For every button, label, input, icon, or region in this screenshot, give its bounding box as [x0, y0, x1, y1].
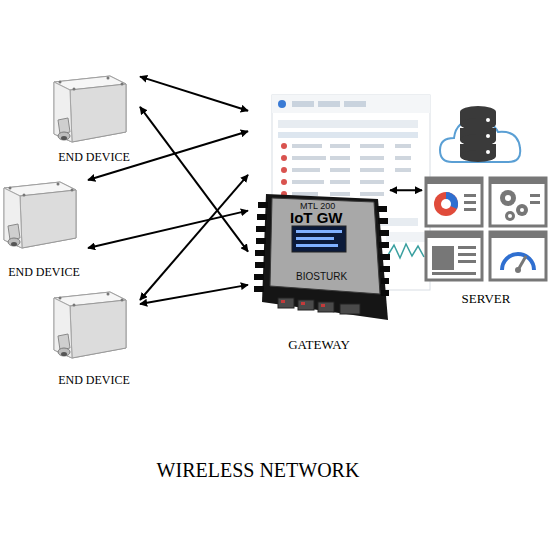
node-label: END DEVICE — [0, 266, 88, 278]
double-arrow — [88, 211, 248, 248]
double-arrow — [140, 77, 248, 111]
node-label: BIOSTURK — [296, 272, 376, 282]
diagram-title: WIRELESS NETWORK — [0, 460, 516, 480]
double-arrow — [88, 131, 248, 180]
end-device: END DEVICE — [48, 72, 140, 164]
node-label: END DEVICE — [48, 151, 140, 163]
enclosure-box — [50, 74, 130, 146]
node-label: END DEVICE — [48, 374, 140, 386]
server-illustration: SERVER — [422, 100, 550, 310]
double-arrow — [140, 285, 248, 304]
double-arrow — [140, 175, 248, 300]
double-arrow — [390, 189, 422, 191]
enclosure-box — [50, 290, 130, 362]
node-label: IoT GW — [290, 210, 370, 225]
end-device: END DEVICE — [48, 288, 140, 388]
enclosure-box — [0, 180, 80, 252]
gateway-device — [248, 98, 390, 354]
gateway-device: MTL 200IoT GWBIOSTURKGATEWAY — [248, 98, 390, 354]
end-device: END DEVICE — [0, 178, 88, 278]
double-arrow — [140, 107, 248, 252]
node-label: SERVER — [422, 292, 550, 305]
node-label: GATEWAY — [248, 338, 390, 351]
server-illustration — [422, 100, 550, 310]
